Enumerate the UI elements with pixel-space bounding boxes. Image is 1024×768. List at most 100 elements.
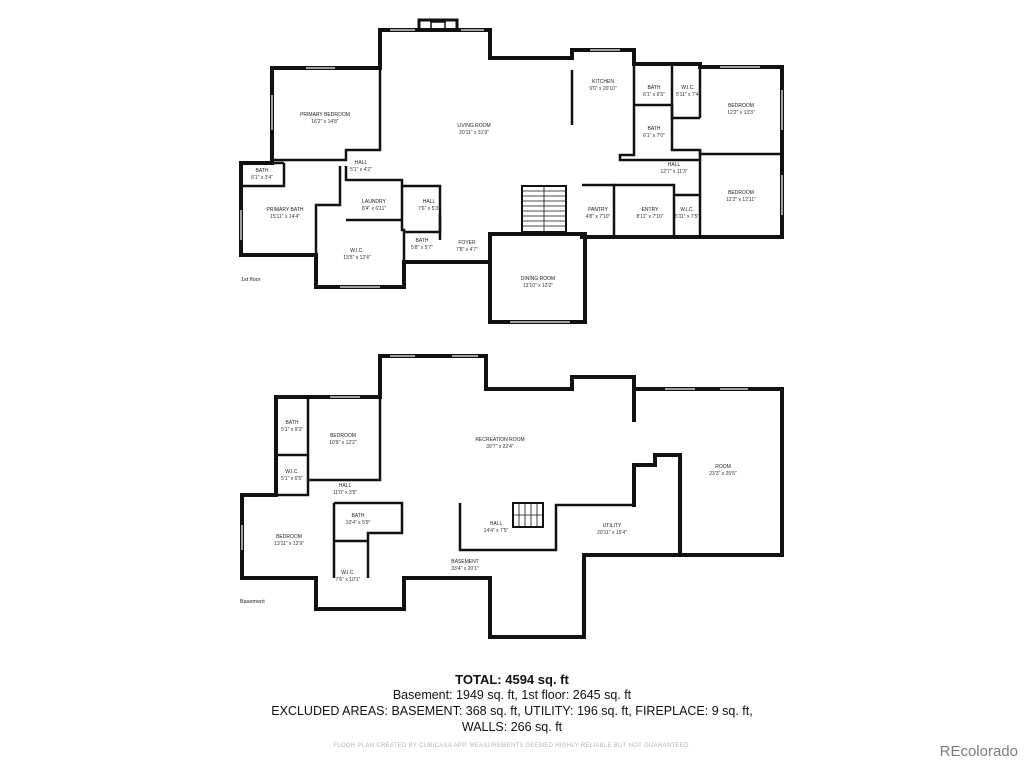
room-bsmt-hall-2: HALL 14'4" x 7'5" — [484, 521, 509, 534]
svg-text:W.I.C.: W.I.C. — [681, 85, 695, 91]
room-bedroom-1: BEDROOM 12'2" x 13'3" — [727, 103, 755, 116]
svg-text:14'4" x 7'5": 14'4" x 7'5" — [484, 528, 509, 534]
svg-text:23'3" x 25'5": 23'3" x 25'5" — [709, 471, 737, 477]
svg-text:HALL: HALL — [339, 483, 352, 489]
svg-text:PANTRY: PANTRY — [588, 207, 608, 213]
disclaimer-text: FLOOR PLAN CREATED BY CUBICASA APP. MEAS… — [333, 743, 691, 749]
svg-text:12'7" x 11'3": 12'7" x 11'3" — [660, 169, 687, 175]
svg-text:LIVING ROOM: LIVING ROOM — [457, 123, 490, 129]
svg-text:33'4" x 20'1": 33'4" x 20'1" — [451, 566, 479, 572]
svg-text:W.I.C.: W.I.C. — [350, 248, 364, 254]
basement-outer-wall — [378, 354, 784, 557]
svg-text:20'11" x 15'4": 20'11" x 15'4" — [597, 530, 627, 536]
room-bath-1: BATH 6'1" x 6'5" — [643, 85, 665, 98]
room-bsmt-bath-2: BATH 10'4" x 5'9" — [346, 513, 371, 526]
svg-text:BATH: BATH — [416, 238, 429, 244]
svg-text:BEDROOM: BEDROOM — [276, 534, 302, 540]
room-bath-2: BATH 6'1" x 7'0" — [643, 126, 665, 139]
svg-text:16'2" x 14'8": 16'2" x 14'8" — [311, 119, 339, 125]
watermark-logo: REcolorado — [939, 743, 1018, 760]
svg-text:BATH: BATH — [286, 420, 299, 426]
svg-text:ENTRY: ENTRY — [642, 207, 660, 213]
room-bsmt-wic-1: W.I.C. 5'1" x 6'5" — [281, 469, 303, 482]
room-primary-bath: PRIMARY BATH 15'11" x 14'4" — [267, 207, 304, 220]
svg-text:5'11" x 7'4": 5'11" x 7'4" — [676, 92, 700, 98]
first-floor-plan: PRIMARY BEDROOM 16'2" x 14'8" LIVING ROO… — [239, 18, 784, 324]
stairs-icon — [521, 185, 567, 233]
room-bsmt-wic-2: W.I.C. 7'6" x 10'1" — [336, 570, 361, 583]
svg-text:5'1" x 6'5": 5'1" x 6'5" — [281, 476, 303, 482]
room-bsmt-bedroom-1: BEDROOM 10'9" x 12'2" — [329, 433, 357, 446]
floor-label-first: 1st floor — [241, 277, 261, 283]
svg-text:HALL: HALL — [490, 521, 503, 527]
room-kitchen: KITCHEN 9'0" x 20'10" — [589, 79, 617, 92]
svg-text:4'8" x 7'10": 4'8" x 7'10" — [586, 214, 611, 220]
svg-text:KITCHEN: KITCHEN — [592, 79, 614, 85]
room-hall-2: HALL 5'1" x 4'2" — [350, 160, 372, 173]
svg-text:BATH: BATH — [352, 513, 365, 519]
svg-text:15'11" x 14'4": 15'11" x 14'4" — [270, 214, 300, 220]
walls-area: WALLS: 266 sq. ft — [461, 720, 563, 734]
room-bsmt-hall-1: HALL 11'0" x 3'5" — [333, 483, 357, 496]
room-bedroom-2: BEDROOM 12'2" x 12'11" — [726, 190, 756, 203]
room-bath-4: BATH 5'8" x 5'7" — [411, 238, 433, 251]
svg-text:10'4" x 5'9": 10'4" x 5'9" — [346, 520, 371, 526]
room-wic-2: W.I.C. 5'11" x 7'5" — [675, 207, 699, 220]
room-foyer: FOYER 7'8" x 4'7" — [456, 240, 478, 253]
svg-text:PRIMARY BEDROOM: PRIMARY BEDROOM — [300, 112, 350, 118]
room-primary-bedroom: PRIMARY BEDROOM 16'2" x 14'8" — [300, 112, 350, 125]
svg-text:BEDROOM: BEDROOM — [728, 190, 754, 196]
svg-text:ROOM: ROOM — [715, 464, 731, 470]
room-wic-1: W.I.C. 5'11" x 7'4" — [676, 85, 700, 98]
room-hall-3: HALL 7'6" x 5'3" — [418, 199, 440, 212]
svg-text:13'11" x 12'9": 13'11" x 12'9" — [274, 541, 304, 547]
svg-text:7'8" x 4'7": 7'8" x 4'7" — [456, 247, 478, 253]
svg-text:BEDROOM: BEDROOM — [330, 433, 356, 439]
svg-text:LAUNDRY: LAUNDRY — [362, 199, 386, 205]
svg-text:BEDROOM: BEDROOM — [728, 103, 754, 109]
svg-text:8'11" x 7'10": 8'11" x 7'10" — [636, 214, 663, 220]
svg-text:13'5" x 12'4": 13'5" x 12'4" — [343, 255, 371, 261]
room-hall-1: HALL 12'7" x 11'3" — [660, 162, 687, 175]
svg-text:5'8" x 5'7": 5'8" x 5'7" — [411, 245, 433, 251]
svg-text:7'6" x 10'1": 7'6" x 10'1" — [336, 577, 361, 583]
svg-text:BATH: BATH — [256, 168, 269, 174]
room-bsmt-bath-1: BATH 5'1" x 9'3" — [281, 420, 303, 433]
room-bsmt-room: ROOM 23'3" x 25'5" — [709, 464, 737, 477]
stairs-icon — [512, 502, 544, 528]
svg-text:W.I.C.: W.I.C. — [285, 469, 299, 475]
total-area: TOTAL: 4594 sq. ft — [455, 672, 569, 687]
room-utility: UTILITY 20'11" x 15'4" — [597, 523, 627, 536]
svg-text:PRIMARY BATH: PRIMARY BATH — [267, 207, 304, 213]
svg-text:12'2" x 13'3": 12'2" x 13'3" — [727, 110, 755, 116]
svg-text:6'1" x 6'5": 6'1" x 6'5" — [643, 92, 665, 98]
svg-text:W.I.C.: W.I.C. — [680, 207, 694, 213]
svg-text:HALL: HALL — [668, 162, 681, 168]
svg-text:BATH: BATH — [648, 126, 661, 132]
floor-label-basement: Basement — [240, 599, 265, 605]
svg-text:FOYER: FOYER — [458, 240, 476, 246]
room-wic-3: W.I.C. 13'5" x 12'4" — [343, 248, 371, 261]
svg-text:DINING ROOM: DINING ROOM — [521, 276, 555, 282]
svg-text:BASEMENT: BASEMENT — [451, 559, 479, 565]
room-laundry: LAUNDRY 8'4" x 6'11" — [362, 199, 387, 212]
room-basement: BASEMENT 33'4" x 20'1" — [451, 559, 479, 572]
svg-text:UTILITY: UTILITY — [603, 523, 622, 529]
room-bsmt-bedroom-2: BEDROOM 13'11" x 12'9" — [274, 534, 304, 547]
svg-text:11'0" x 3'5": 11'0" x 3'5" — [333, 490, 357, 496]
svg-text:5'1" x 9'3": 5'1" x 9'3" — [281, 427, 303, 433]
svg-text:BATH: BATH — [648, 85, 661, 91]
first-floor-outer-wall — [378, 28, 784, 324]
room-recreation-room: RECREATION ROOM 39'7" x 22'4" — [475, 437, 524, 450]
room-pantry: PANTRY 4'8" x 7'10" — [586, 207, 611, 220]
excluded-areas: EXCLUDED AREAS: BASEMENT: 368 sq. ft, UT… — [271, 704, 753, 718]
svg-text:HALL: HALL — [423, 199, 436, 205]
floor-area-breakdown: Basement: 1949 sq. ft, 1st floor: 2645 s… — [392, 688, 632, 702]
room-bath-3: BATH 6'1" x 3'4" — [251, 168, 273, 181]
room-living-room: LIVING ROOM 20'11" x 31'9" — [457, 123, 490, 136]
svg-text:9'0" x 20'10": 9'0" x 20'10" — [589, 86, 617, 92]
svg-text:8'4" x 6'11": 8'4" x 6'11" — [362, 206, 386, 212]
svg-text:6'1" x 7'0": 6'1" x 7'0" — [643, 133, 665, 139]
svg-text:HALL: HALL — [355, 160, 368, 166]
